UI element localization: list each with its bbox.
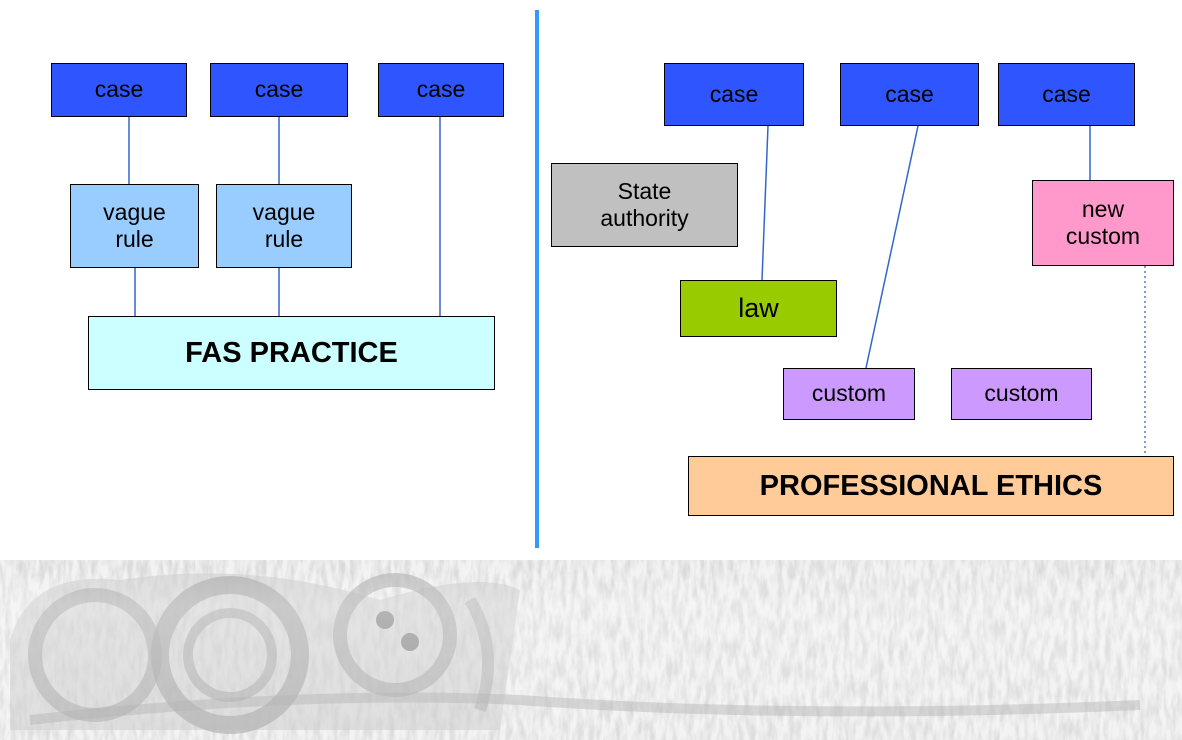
texture-fade bbox=[0, 560, 1182, 740]
fas-practice: FAS PRACTICE bbox=[88, 316, 495, 390]
vague-rule-1: vague rule bbox=[70, 184, 199, 268]
vague-rule-2-line-2: rule bbox=[264, 226, 304, 252]
vague-rule-2: vague rule bbox=[216, 184, 352, 268]
connector-case5-custom bbox=[865, 125, 919, 369]
connector-case4-law bbox=[761, 125, 769, 281]
new-custom: new custom bbox=[1032, 180, 1174, 266]
state-authority-line-2: authority bbox=[600, 205, 689, 231]
new-custom-line-2: custom bbox=[1065, 223, 1141, 249]
law: law bbox=[680, 280, 837, 337]
new-custom-line-1: new bbox=[1081, 195, 1125, 222]
custom-2: custom bbox=[951, 368, 1092, 420]
vague-rule-1-line-1: vague bbox=[103, 198, 166, 225]
professional-ethics: PROFESSIONAL ETHICS bbox=[688, 456, 1174, 516]
vague-rule-1-line-2: rule bbox=[115, 226, 154, 252]
state-authority: State authority bbox=[551, 163, 738, 247]
left-case-3: case bbox=[378, 63, 504, 117]
vague-rule-2-line-1: vague bbox=[252, 198, 316, 225]
right-case-2: case bbox=[840, 63, 979, 126]
custom-1: custom bbox=[783, 368, 915, 420]
left-case-2: case bbox=[210, 63, 348, 117]
left-case-1: case bbox=[51, 63, 187, 117]
right-case-3: case bbox=[998, 63, 1135, 126]
right-case-1: case bbox=[664, 63, 804, 126]
decorative-texture-band bbox=[0, 560, 1182, 740]
state-authority-line-1: State bbox=[617, 177, 672, 204]
